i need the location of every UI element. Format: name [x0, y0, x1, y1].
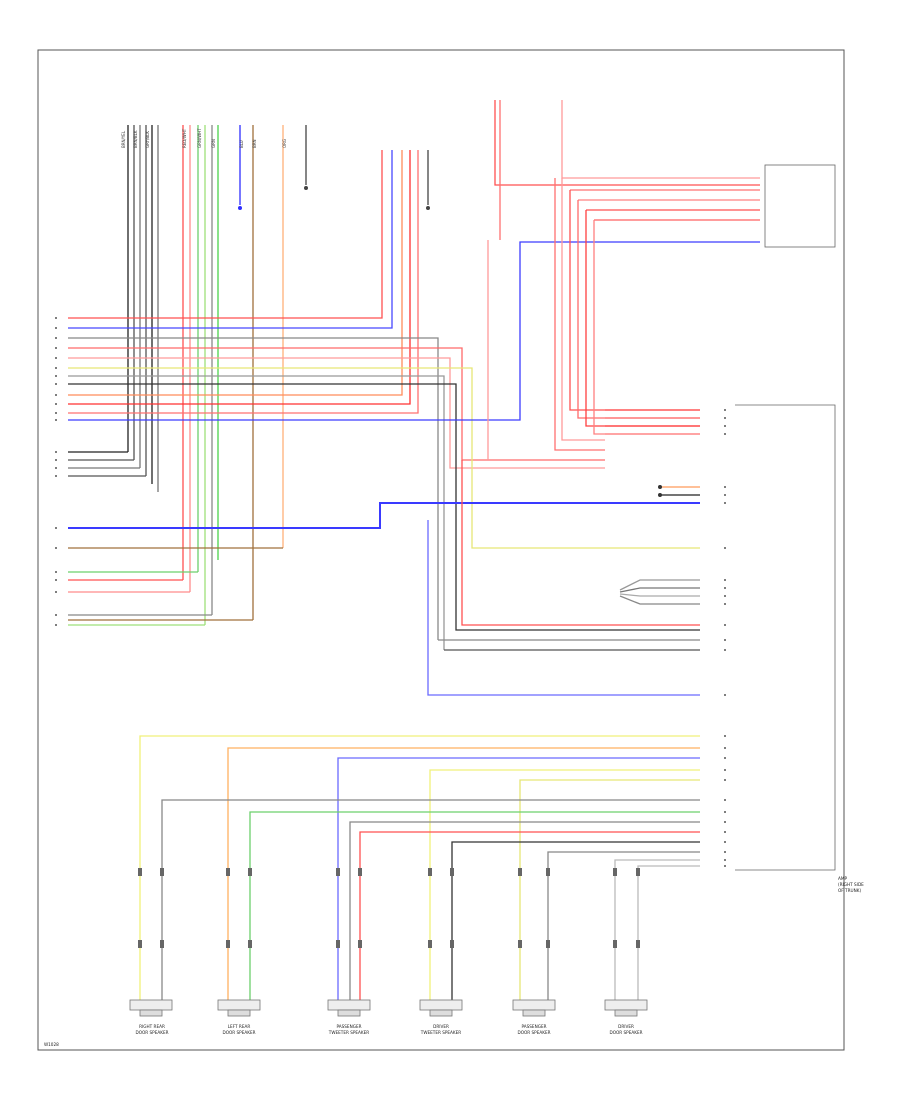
- svg-text:GRY/BLK: GRY/BLK: [145, 131, 150, 148]
- svg-text:ORG: ORG: [282, 139, 287, 148]
- left-harness-wires: [68, 241, 760, 650]
- svg-text:PASSENGER: PASSENGER: [521, 1024, 546, 1029]
- svg-text:BRN: BRN: [252, 139, 257, 148]
- svg-text:RIGHT REAR: RIGHT REAR: [139, 1024, 165, 1029]
- svg-text:RED/WHT: RED/WHT: [182, 128, 187, 148]
- svg-text:GRN: GRN: [211, 139, 216, 148]
- svg-text:DOOR SPEAKER: DOOR SPEAKER: [135, 1030, 168, 1035]
- amp-module-outline: [735, 404, 836, 871]
- speaker-passenger-door: PASSENGER DOOR SPEAKER: [512, 999, 556, 1035]
- svg-text:DOOR SPEAKER: DOOR SPEAKER: [609, 1030, 642, 1035]
- module-pin-wires: [427, 409, 700, 696]
- svg-text:DRIVER: DRIVER: [433, 1024, 449, 1029]
- speaker-driver-door: DRIVER DOOR SPEAKER: [604, 999, 648, 1035]
- svg-text:DOOR SPEAKER: DOOR SPEAKER: [517, 1030, 550, 1035]
- svg-text:LEFT REAR: LEFT REAR: [228, 1024, 251, 1029]
- reference-code: W1028: [44, 1042, 59, 1047]
- svg-text:GRN/WHT: GRN/WHT: [197, 128, 202, 148]
- inline-connectors: [138, 868, 640, 948]
- svg-text:DRIVER: DRIVER: [618, 1024, 634, 1029]
- svg-text:(RIGHT SIDE: (RIGHT SIDE: [838, 882, 864, 887]
- top-right-wires: [487, 100, 760, 460]
- speaker-left-rear-door: LEFT REAR DOOR SPEAKER: [217, 999, 261, 1035]
- diagram-border: [37, 49, 845, 1051]
- speaker-passenger-tweeter: PASSENGER TWEETER SPEAKER: [327, 999, 371, 1035]
- top-bundle-labels: BRN/YEL BRN/BLK GRY/BLK RED/WHT GRN/WHT …: [121, 128, 308, 210]
- svg-text:OF TRUNK): OF TRUNK): [838, 888, 861, 893]
- speaker-right-rear-door: RIGHT REAR DOOR SPEAKER: [129, 999, 173, 1035]
- speaker-feed-wires: [139, 735, 700, 1000]
- top-right-module: [764, 164, 836, 248]
- svg-text:DOOR SPEAKER: DOOR SPEAKER: [222, 1030, 255, 1035]
- speaker-driver-tweeter: DRIVER TWEETER SPEAKER: [419, 999, 463, 1035]
- svg-text:BLU: BLU: [239, 140, 244, 148]
- amp-module-label: AMP: [838, 876, 847, 881]
- left-connector-pins: [55, 317, 57, 626]
- speaker-feed-pins: [724, 735, 726, 867]
- svg-text:BRN/BLK: BRN/BLK: [133, 130, 138, 148]
- module-pins: [658, 409, 726, 696]
- svg-text:PASSENGER: PASSENGER: [336, 1024, 361, 1029]
- svg-text:TWEETER SPEAKER: TWEETER SPEAKER: [328, 1030, 370, 1035]
- top-middle-wires: [68, 150, 430, 414]
- top-harness-bundle: [127, 125, 307, 625]
- svg-text:TWEETER SPEAKER: TWEETER SPEAKER: [420, 1030, 462, 1035]
- svg-text:BRN/YEL: BRN/YEL: [121, 130, 126, 148]
